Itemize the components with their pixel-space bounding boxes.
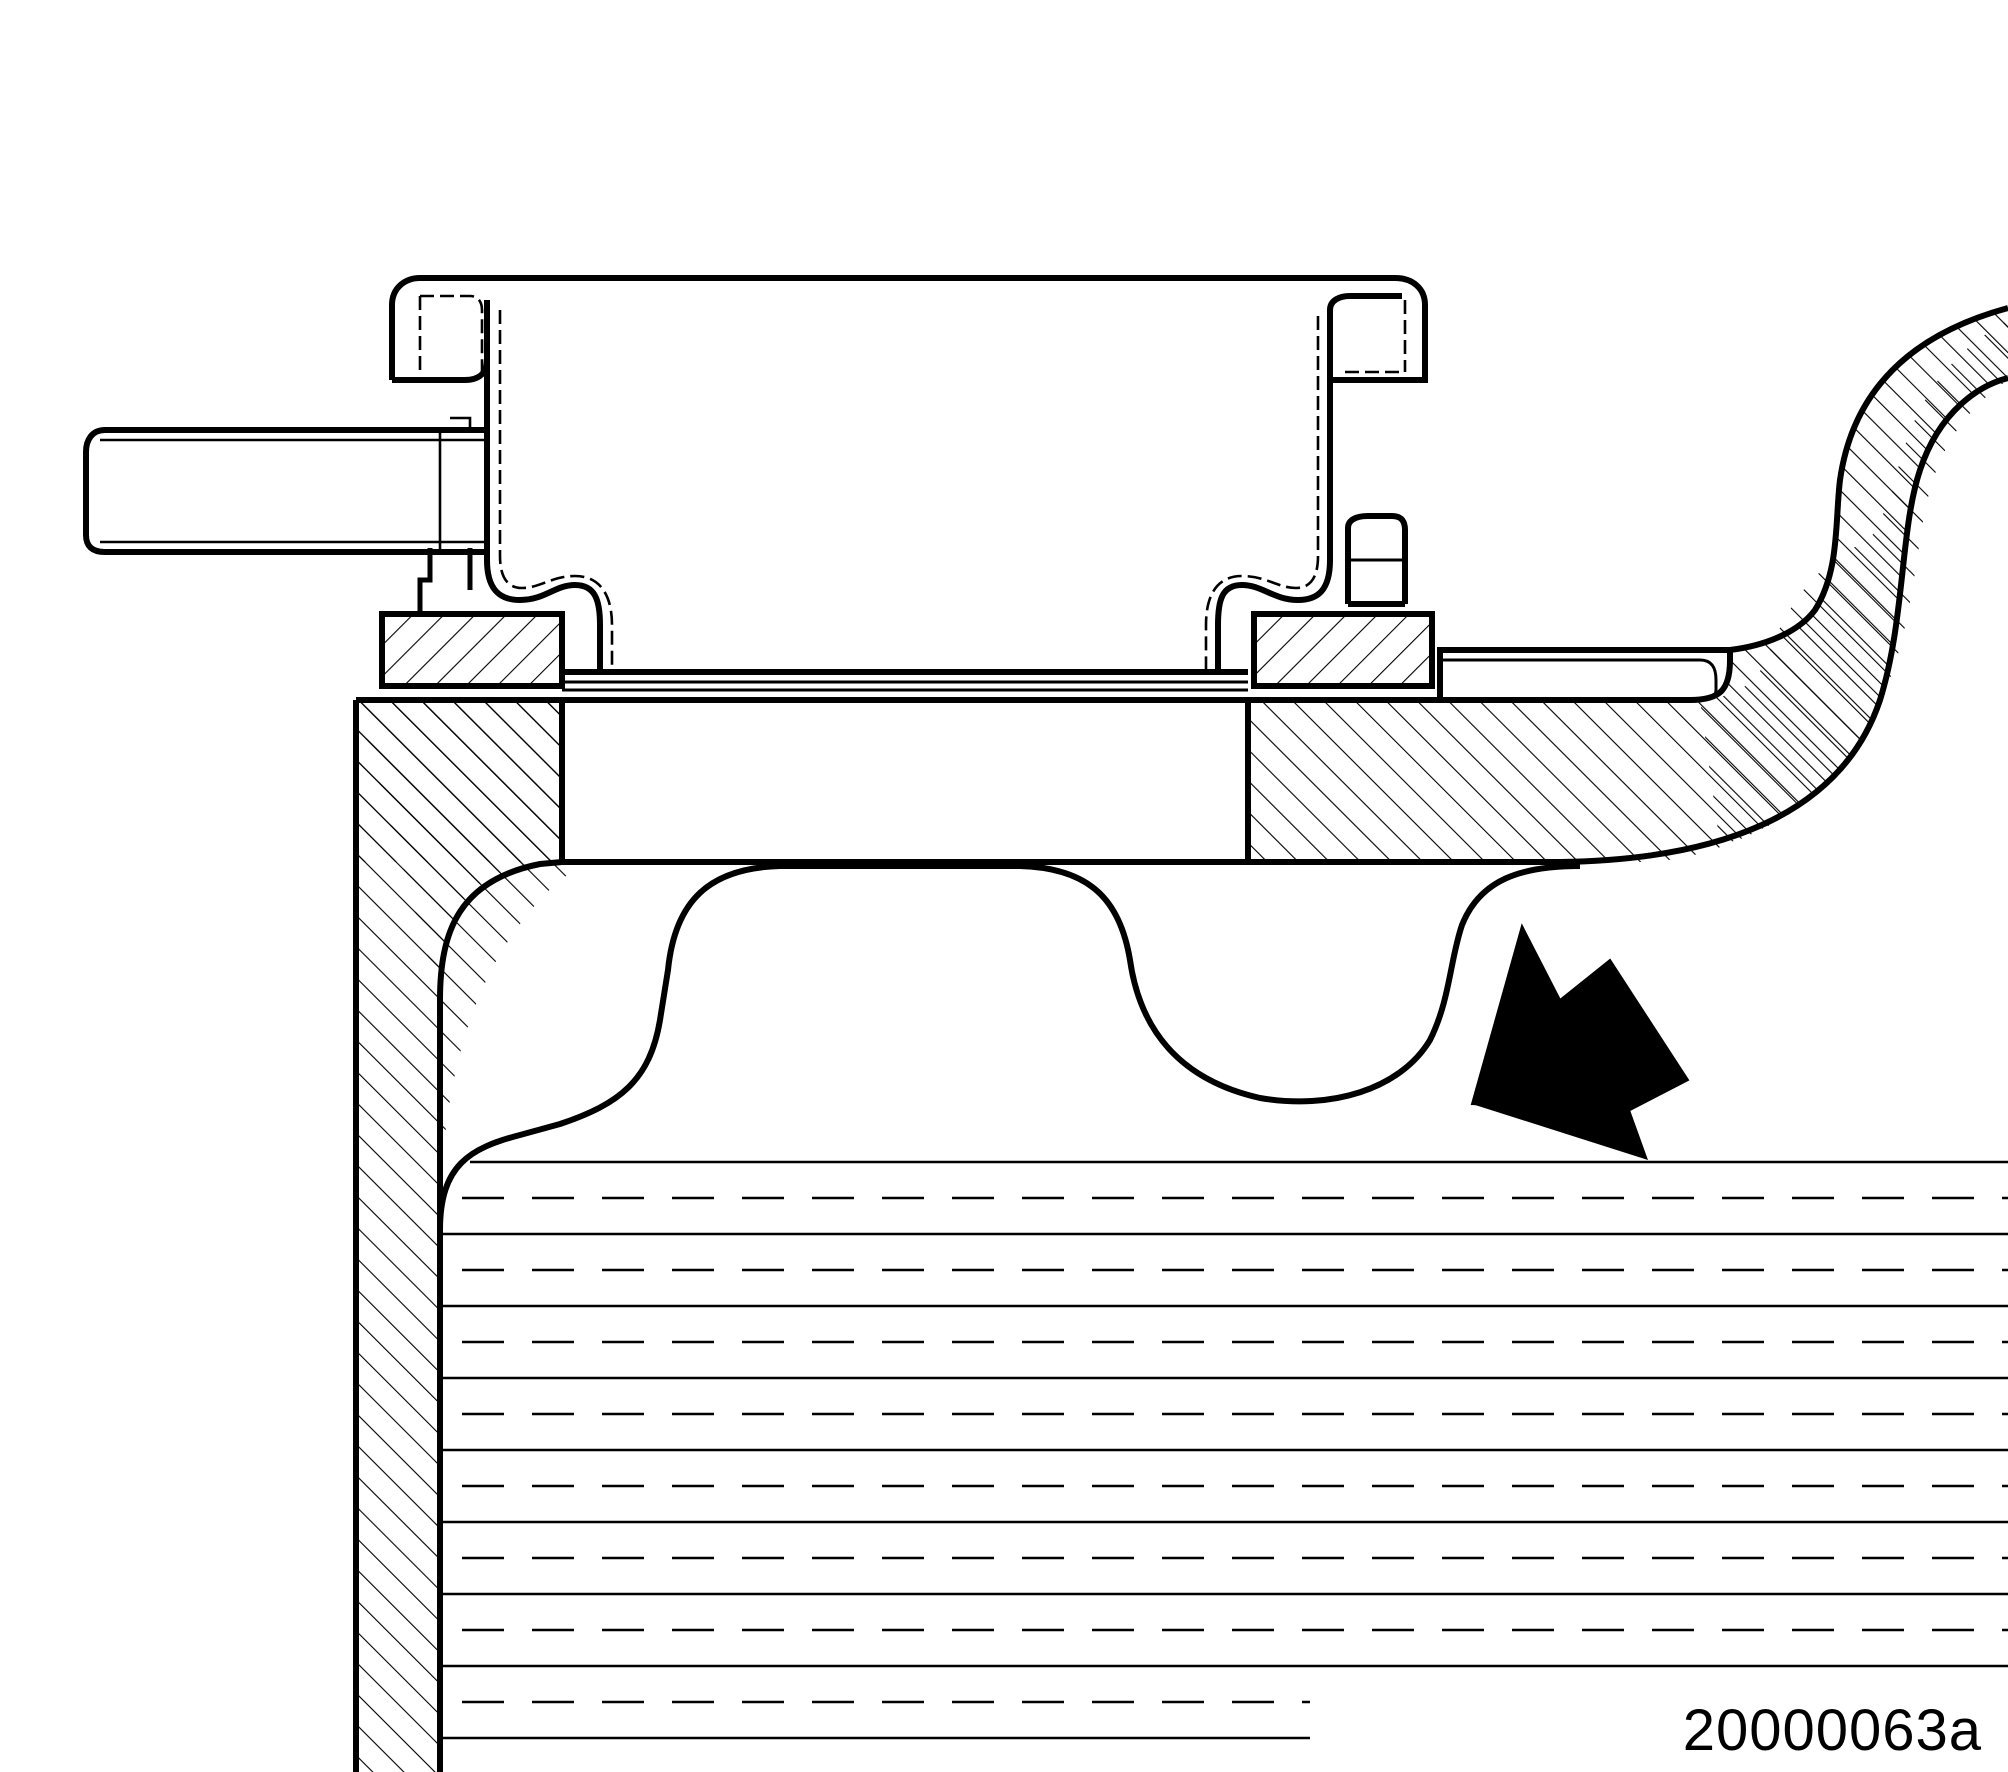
hose — [1437, 305, 2008, 845]
liquid-level — [440, 1160, 2008, 1740]
housing-wall — [353, 700, 587, 1772]
liquid-surface — [437, 863, 1581, 1231]
figure-reference-code: 20000063a — [1682, 1698, 1982, 1763]
clamp-ring — [379, 611, 1435, 692]
pin — [83, 416, 487, 555]
indicator-arrow — [1470, 923, 1690, 1160]
valve-body — [389, 275, 1428, 672]
